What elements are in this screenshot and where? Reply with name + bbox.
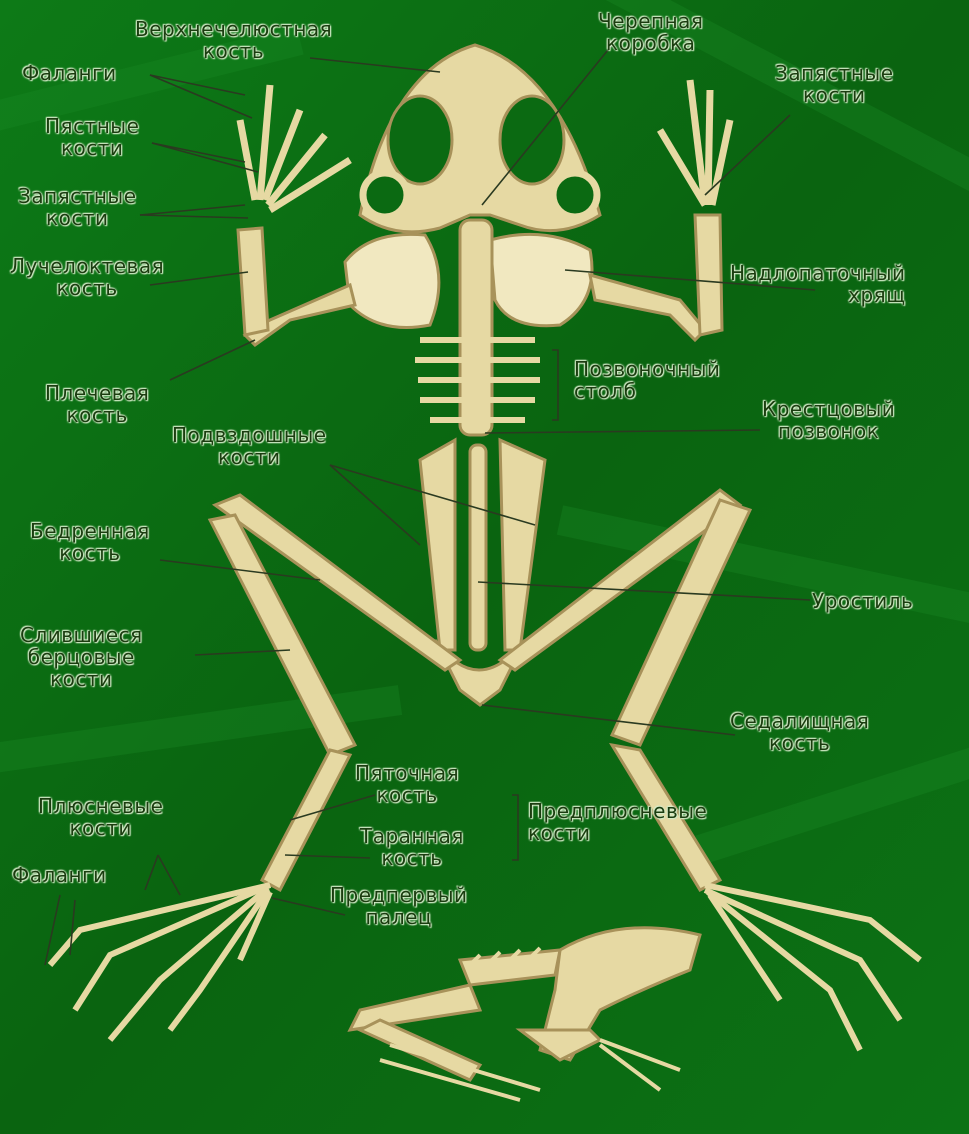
label-urostyle: Уростиль xyxy=(812,590,913,612)
left-orbit xyxy=(388,96,452,184)
left-radioulna xyxy=(238,228,268,335)
left-suprascapula xyxy=(345,234,439,327)
left-ear-ring xyxy=(363,173,407,217)
label-phalanges-front: Фаланги xyxy=(22,62,117,84)
label-phalanges-hind: Фаланги xyxy=(12,864,107,886)
right-radioulna xyxy=(695,215,722,335)
right-suprascapula xyxy=(490,234,592,325)
right-ear-ring xyxy=(553,173,597,217)
urostyle xyxy=(470,445,486,650)
